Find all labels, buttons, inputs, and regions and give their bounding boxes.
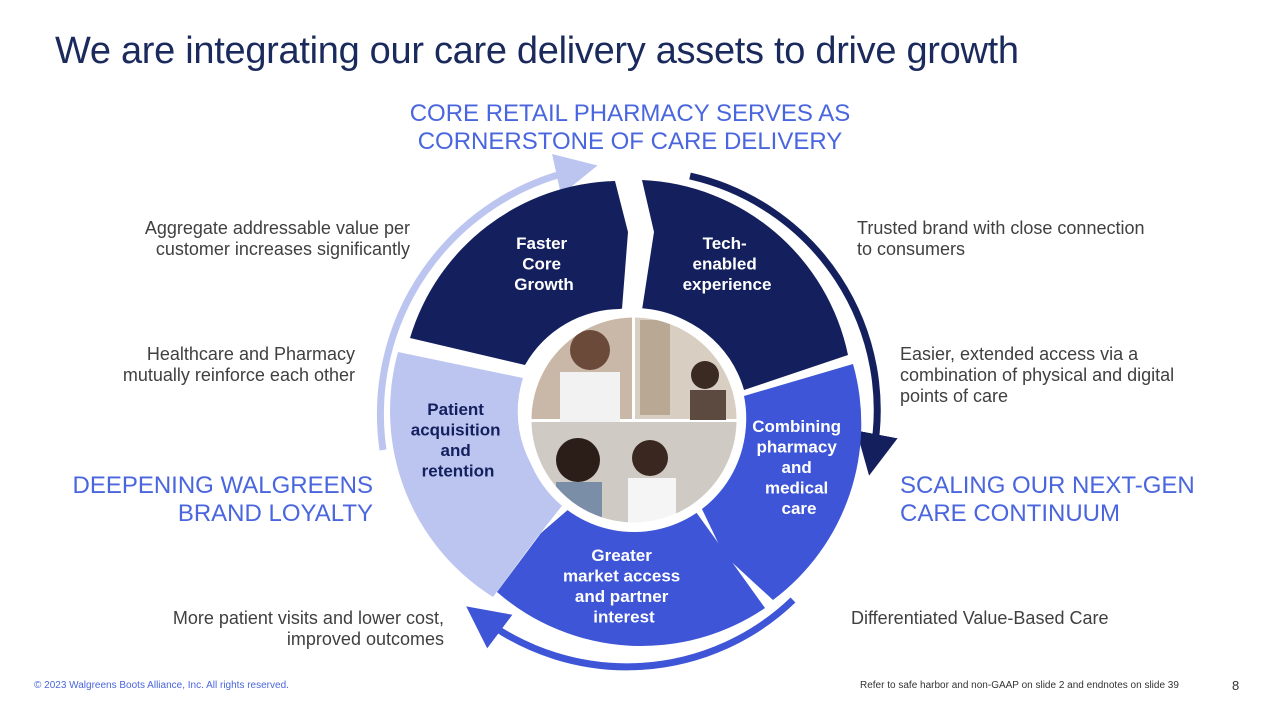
note-addressable-value: Aggregate addressable value per customer… (145, 218, 410, 260)
label-tech-enabled: Tech- enabled experience (683, 234, 772, 294)
label-line: pharmacy (756, 438, 837, 457)
note-value-based-care: Differentiated Value-Based Care (851, 608, 1108, 629)
note-line: Healthcare and Pharmacy (146, 344, 355, 364)
label-line: and (441, 441, 471, 460)
note-line: More patient visits and lower cost, (172, 608, 444, 628)
slide-title: We are integrating our care delivery ass… (55, 30, 1019, 72)
note-line: customer increases significantly (155, 239, 410, 259)
note-line: Aggregate addressable value per (144, 218, 410, 238)
note-line: Differentiated Value-Based Care (851, 608, 1109, 628)
heading-core-retail: CORE RETAIL PHARMACY SERVES AS CORNERSTO… (380, 100, 880, 156)
note-patient-visits: More patient visits and lower cost, impr… (173, 608, 444, 650)
segment-faster-core-growth (410, 181, 628, 365)
label-greater-access: Greater market access and partner intere… (563, 546, 685, 627)
segment-combining-care (701, 364, 862, 600)
heading-line: CARE CONTINUUM (900, 500, 1120, 527)
footer-safe-harbor: Refer to safe harbor and non-GAAP on sli… (860, 680, 1179, 691)
segment-tech-enabled (642, 180, 848, 390)
label-line: and partner (575, 587, 669, 606)
page-number: 8 (1232, 678, 1240, 693)
label-line: care (782, 499, 817, 518)
heading-next-gen: SCALING OUR NEXT-GEN CARE CONTINUUM (900, 472, 1230, 528)
label-line: Tech- (703, 234, 747, 253)
label-line: and (782, 458, 812, 477)
heading-line: DEEPENING WALGREENS (72, 472, 373, 499)
note-line: points of care (900, 386, 1009, 406)
label-line: Faster (516, 234, 567, 253)
note-line: improved outcomes (286, 629, 444, 649)
heading-line: SCALING OUR NEXT-GEN (900, 472, 1195, 499)
note-trusted-brand: Trusted brand with close connection to c… (857, 218, 1145, 260)
label-line: Growth (514, 275, 574, 294)
label-line: interest (593, 608, 655, 627)
note-line: to consumers (857, 239, 966, 259)
note-mutually-reinforce: Healthcare and Pharmacy mutually reinfor… (123, 344, 355, 386)
note-line: Easier, extended access via a (900, 344, 1139, 364)
label-line: acquisition (411, 421, 501, 440)
footer-copyright: © 2023 Walgreens Boots Alliance, Inc. Al… (34, 680, 289, 691)
label-line: Patient (427, 400, 484, 419)
heading-line: BRAND LOYALTY (177, 500, 373, 527)
label-line: retention (422, 462, 495, 481)
heading-line: CORNERSTONE OF CARE DELIVERY (417, 128, 843, 155)
label-line: Greater (591, 546, 652, 565)
arrow-light (376, 153, 598, 451)
heading-line: CORE RETAIL PHARMACY SERVES AS (409, 100, 851, 127)
label-combining-care: Combining pharmacy and medical care (752, 417, 846, 518)
note-line: combination of physical and digital (900, 365, 1175, 385)
label-line: Core (522, 255, 561, 274)
label-line: experience (683, 275, 772, 294)
note-line: Trusted brand with close connection (857, 218, 1145, 238)
segment-greater-access (497, 508, 765, 647)
note-line: mutually reinforce each other (122, 365, 355, 385)
label-patient-acquisition: Patient acquisition and retention (411, 400, 505, 481)
note-extended-access: Easier, extended access via a combinatio… (900, 344, 1174, 407)
label-line: medical (765, 479, 828, 498)
heading-brand-loyalty: DEEPENING WALGREENS BRAND LOYALTY (40, 472, 373, 528)
label-line: market access (563, 567, 680, 586)
label-faster-core-growth: Faster Core Growth (514, 234, 574, 294)
arrow-navy (689, 172, 898, 476)
arrow-blue (466, 597, 796, 671)
segment-patient-acquisition (390, 352, 565, 597)
label-line: enabled (693, 255, 757, 274)
label-line: Combining (752, 417, 841, 436)
